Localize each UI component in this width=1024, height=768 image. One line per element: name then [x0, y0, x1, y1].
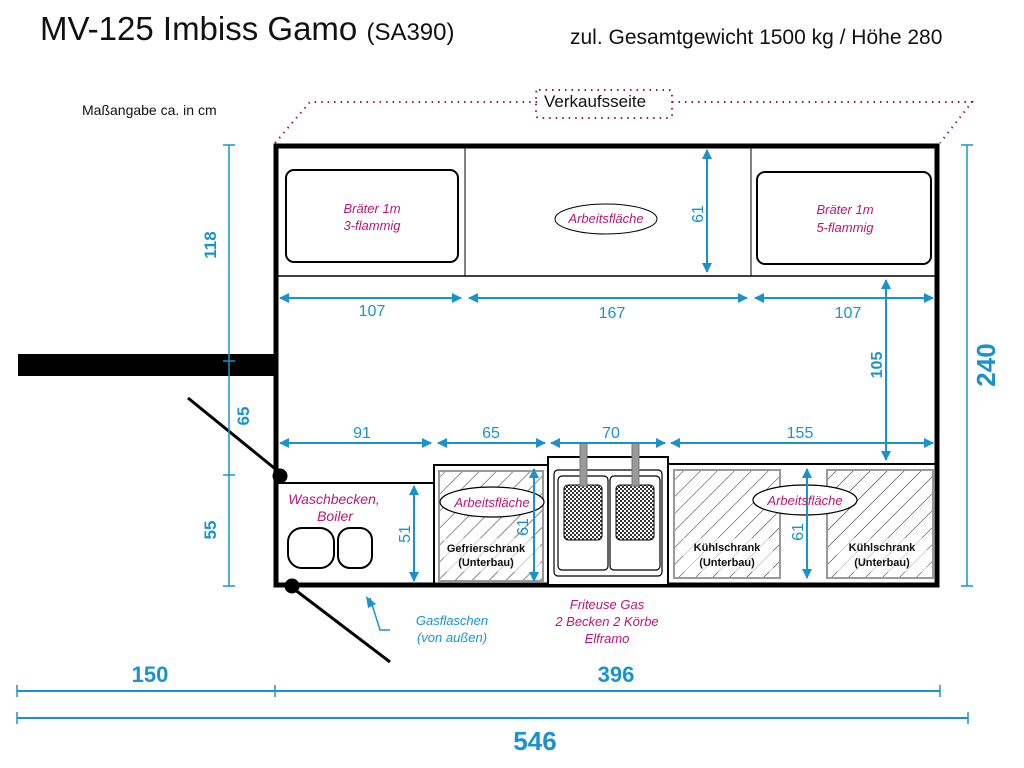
- freezer-label-1: Gefrierschrank: [447, 543, 526, 555]
- dim-freezer-depth: 61: [515, 518, 532, 536]
- drawbar: [18, 354, 276, 376]
- freezer-surface-label: Arbeitsfläche: [453, 495, 529, 510]
- dim-drawbar-length: 150: [132, 662, 169, 687]
- unit-note: Maßangabe ca. in cm: [82, 102, 217, 118]
- dim-total-height: 240: [971, 343, 1001, 386]
- dim-left-upper: 118: [201, 231, 220, 258]
- dim-left-mid: 65: [234, 407, 253, 426]
- model-code: (SA390): [366, 19, 455, 46]
- sink-basin-right: [337, 527, 373, 569]
- griddle-right-label-1: Bräter 1m: [816, 202, 873, 217]
- dim-sink-width: 91: [353, 425, 371, 442]
- griddle-right: [756, 171, 932, 265]
- sink-label-1: Waschbecken,: [288, 491, 380, 507]
- top-counter: [276, 146, 937, 277]
- fryer-label-3: Elframo: [585, 631, 630, 646]
- dim-top-left-width: 107: [359, 303, 386, 320]
- dim-aisle-depth: 105: [869, 352, 886, 379]
- fridge-right-label-2: (Unterbau): [854, 557, 910, 569]
- dim-freezer-width: 65: [482, 425, 500, 442]
- dim-sink-depth: 51: [397, 525, 414, 543]
- sales-side-label: Verkaufsseite: [538, 92, 653, 112]
- dim-top-right-width: 107: [835, 305, 862, 322]
- fridge-surface-label: Arbeitsfläche: [766, 493, 842, 508]
- fridge-left-label-1: Kühlschrank: [694, 542, 762, 554]
- griddle-left-label-2: 3-flammig: [343, 218, 401, 233]
- dim-fryer-width: 70: [602, 425, 620, 442]
- fridge-right-label-1: Kühlschrank: [849, 542, 917, 554]
- dimension-lines: [16, 144, 973, 724]
- page-title: MV-125 Imbiss Gamo (SA390): [40, 10, 455, 48]
- work-surface-top-label: Arbeitsfläche: [567, 211, 643, 226]
- sink-basin-left: [287, 527, 335, 569]
- gas-bottles-label-1: Gasflaschen: [416, 613, 488, 628]
- griddle-left: [285, 169, 459, 263]
- dim-body-length: 396: [598, 662, 635, 687]
- dim-left-lower: 55: [201, 521, 220, 540]
- spec-text: zul. Gesamtgewicht 1500 kg / Höhe 280: [570, 26, 943, 49]
- dim-fridge-width: 155: [787, 425, 814, 442]
- door-swings: [187, 396, 391, 664]
- title-text: MV-125 Imbiss Gamo: [40, 10, 358, 47]
- dim-top-mid-width: 167: [599, 305, 626, 322]
- work-surface-top-oval: [554, 203, 658, 235]
- fryer-label-1: Friteuse Gas: [570, 597, 645, 612]
- dim-fridge-depth: 61: [790, 523, 807, 541]
- griddle-right-label-2: 5-flammig: [816, 220, 874, 235]
- sink-label-2: Boiler: [317, 508, 354, 524]
- dim-total-length: 546: [513, 726, 556, 756]
- fridge-left-label-2: (Unterbau): [699, 557, 755, 569]
- gas-bottles-label-2: (von außen): [417, 630, 487, 645]
- freezer-label-2: (Unterbau): [458, 557, 514, 569]
- griddle-left-label-1: Bräter 1m: [343, 201, 400, 216]
- sales-side-outline: [274, 89, 975, 144]
- dim-top-depth: 61: [690, 205, 707, 223]
- fryer-label-2: 2 Becken 2 Körbe: [554, 614, 658, 629]
